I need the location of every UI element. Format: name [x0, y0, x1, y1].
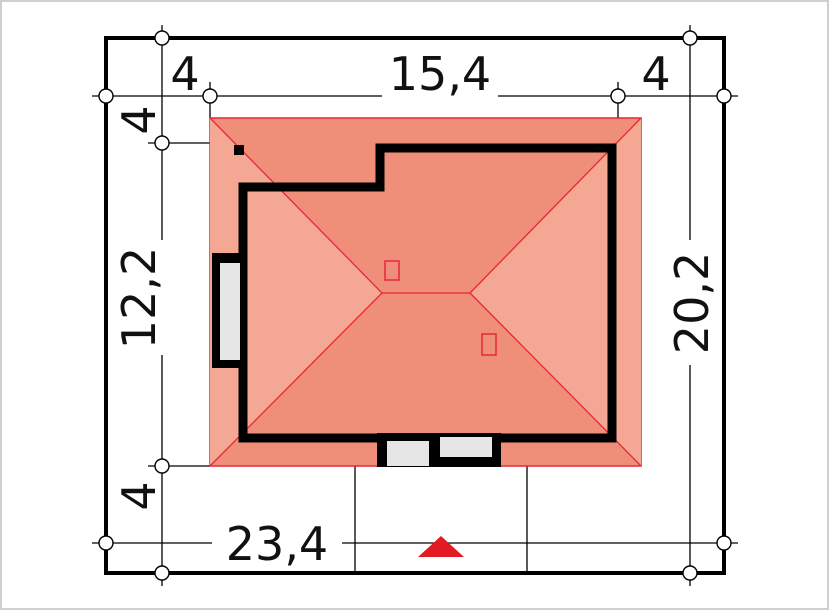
dim-house-depth: 12,2	[112, 247, 166, 349]
chimney-2	[481, 333, 497, 356]
wall-post	[234, 145, 244, 155]
plot-boundary	[104, 36, 726, 575]
west-bay-window	[220, 263, 240, 360]
dim-plot-width: 23,4	[226, 517, 328, 571]
roof-east-slope	[470, 118, 641, 466]
roof-west-slope	[210, 118, 382, 466]
dim-top-setback: 4	[112, 105, 166, 134]
entrance-window-2	[440, 437, 492, 457]
dim-left-setback: 4	[170, 47, 199, 101]
dim-house-width: 15,4	[389, 47, 491, 101]
entrance-arrow-icon	[418, 536, 464, 557]
house-walls	[212, 143, 617, 467]
dim-plot-depth: 20,2	[665, 252, 719, 354]
chimney-1	[384, 260, 400, 281]
dim-bottom-setback: 4	[112, 481, 166, 510]
roof	[209, 117, 642, 467]
dimension-nodes	[98, 30, 732, 581]
label-backgrounds	[113, 55, 715, 566]
dim-right-setback: 4	[641, 47, 670, 101]
entrance-window-1	[387, 441, 429, 466]
wall-outline	[238, 143, 617, 443]
